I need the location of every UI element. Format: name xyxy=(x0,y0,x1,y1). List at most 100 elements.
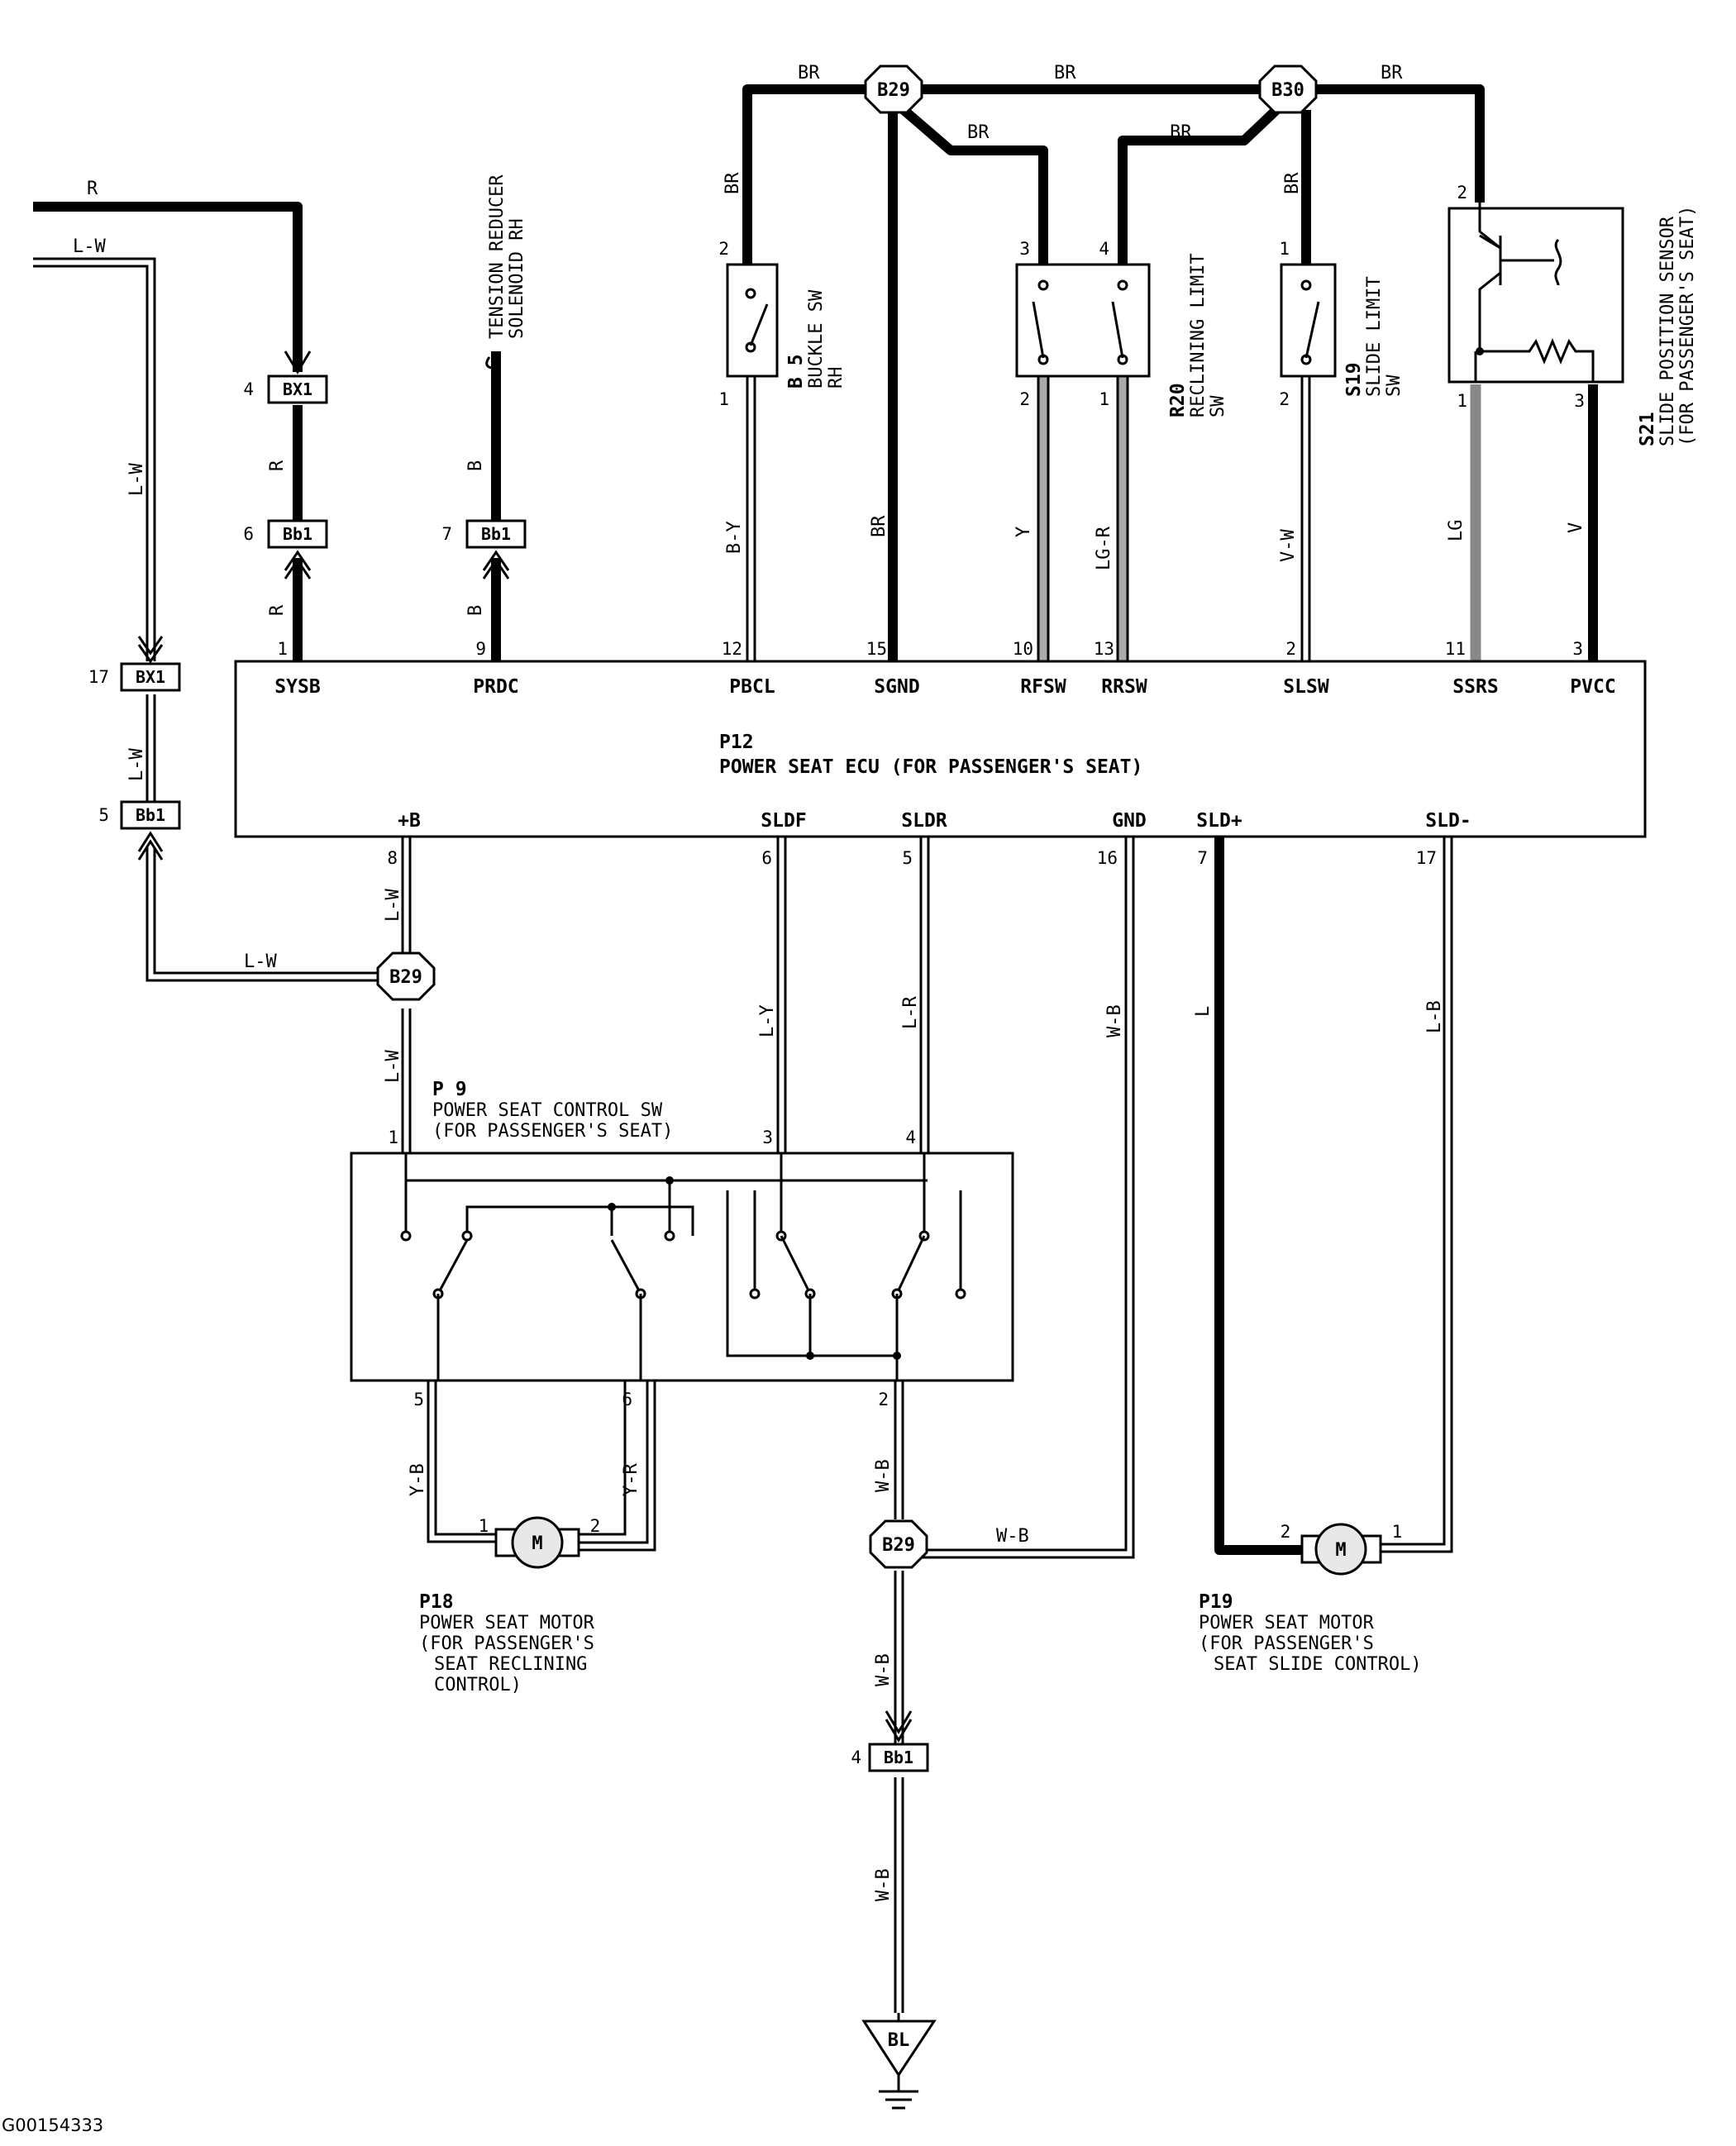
wire-label-yb: Y-B xyxy=(408,1463,428,1496)
figure-code: G00154333 xyxy=(2,2115,103,2135)
wire-label-r: R xyxy=(267,460,288,471)
caption-line: TENSION REDUCER xyxy=(487,174,508,339)
b29-label: B29 xyxy=(389,967,422,988)
bb1-pin: 5 xyxy=(98,805,109,825)
wire-label-ly: L-Y xyxy=(757,1004,778,1037)
bb1-label: Bb1 xyxy=(136,805,165,825)
caption-line: (FOR PASSENGER'S xyxy=(1199,1633,1374,1654)
wire-r-sysb xyxy=(33,202,303,661)
ecu-terminal-name: PVCC xyxy=(1570,676,1615,698)
wire-label-lw: L-W xyxy=(244,951,277,972)
wire-label-br: BR xyxy=(798,63,820,83)
ecu-terminal-pin: 1 xyxy=(277,639,288,659)
ecu-terminal-name: SSRS xyxy=(1452,676,1498,698)
bb1-pin: 7 xyxy=(441,524,452,544)
ecu-terminal-pin: 13 xyxy=(1094,639,1114,659)
ecu-p12 xyxy=(234,660,1647,838)
ecu-terminal-pin: 12 xyxy=(722,639,742,659)
wire-label-wb: W-B xyxy=(873,1653,894,1686)
wire-label-wb: W-B xyxy=(1104,1004,1125,1037)
ecu-terminal-pin: 8 xyxy=(387,848,398,868)
wire-label-wb: W-B xyxy=(996,1526,1029,1547)
ecu-terminal-pin: 15 xyxy=(866,639,887,659)
caption-id: S21 xyxy=(1637,412,1658,446)
connector-bb1-ground: Bb1 4 xyxy=(851,1710,929,1772)
wire-label-br: BR xyxy=(723,172,743,194)
wire-label-br: BR xyxy=(1170,122,1192,143)
wire-label-r: R xyxy=(267,604,288,616)
wire-label-lg: LG xyxy=(1446,520,1467,542)
junction-b29-mid: B29 xyxy=(376,951,436,1001)
sensor-pin-br: 3 xyxy=(1574,391,1585,411)
bb1-label: Bb1 xyxy=(283,524,312,544)
wire-label-r: R xyxy=(87,179,98,199)
bb1-pin: 6 xyxy=(243,524,254,544)
wire-label-br: BR xyxy=(869,515,889,537)
ecu-terminal-pin: 10 xyxy=(1013,639,1033,659)
ecu-terminal-name: PRDC xyxy=(473,676,518,698)
ecu-terminal-name: SLD- xyxy=(1425,810,1471,832)
caption-buckle-sw: B 5 BUCKLE SW RH xyxy=(785,289,847,389)
junction-b29-top: B29 xyxy=(864,64,923,114)
motor-p19: M 2 1 xyxy=(1281,1522,1403,1576)
ecu-top-terminals: SYSB1PRDC9PBCL12SGND15RFSW10RRSW13SLSW2S… xyxy=(274,639,1615,698)
junction-b30: B30 xyxy=(1258,64,1318,114)
caption-slide-sensor: S21 SLIDE POSITION SENSOR (FOR PASSENGER… xyxy=(1637,206,1698,446)
wire-signals-top xyxy=(746,376,1598,661)
caption-reclining-limit: R20 RECLINING LIMIT SW xyxy=(1167,253,1228,417)
b30-label: B30 xyxy=(1271,80,1304,101)
caption-line: (FOR PASSENGER'S xyxy=(419,1633,594,1654)
caption-line: SW xyxy=(1208,395,1228,417)
ecu-terminal-name: +B xyxy=(398,810,421,832)
caption-tension-reducer: TENSION REDUCER SOLENOID RH xyxy=(487,174,527,339)
sw-pin-5: 5 xyxy=(413,1390,424,1409)
caption-line: SW xyxy=(1384,374,1405,397)
ecu-terminal-pin: 2 xyxy=(1285,639,1296,659)
caption-line: SOLENOID RH xyxy=(507,218,527,339)
wire-label-br: BR xyxy=(1282,172,1303,194)
ecu-terminal-name: PBCL xyxy=(729,676,775,698)
wire-p18 xyxy=(427,1381,656,1552)
connector-bb1-sysb: Bb1 6 xyxy=(243,519,328,579)
caption-line: SEAT SLIDE CONTROL) xyxy=(1214,1654,1422,1675)
recl-pin-3: 3 xyxy=(1019,239,1030,259)
buckle-switch-b5: 2 1 xyxy=(718,239,779,409)
ecu-terminal-name: SLSW xyxy=(1283,676,1329,698)
bx1-pin: 17 xyxy=(88,667,109,687)
ecu-terminal-name: SGND xyxy=(874,676,919,698)
wire-label-wb: W-B xyxy=(873,1868,894,1901)
motor-m: M xyxy=(1335,1540,1346,1561)
caption-id: P18 xyxy=(419,1591,454,1613)
caption-id: P19 xyxy=(1199,1591,1233,1613)
wire-label-lr: L-R xyxy=(900,996,921,1029)
ecu-terminal-pin: 9 xyxy=(475,639,486,659)
caption-motor-p19: P19 POWER SEAT MOTOR (FOR PASSENGER'S SE… xyxy=(1199,1591,1422,1675)
caption-line: SLIDE POSITION SENSOR xyxy=(1657,216,1678,446)
ecu-terminal-name: RFSW xyxy=(1020,676,1066,698)
wire-label-v: V xyxy=(1566,522,1586,533)
ecu-id: P12 xyxy=(719,732,754,753)
caption-control-switch: P 9 POWER SEAT CONTROL SW (FOR PASSENGER… xyxy=(432,1079,673,1142)
wire-label-lgr: LG-R xyxy=(1094,526,1114,570)
wire-label-l: L xyxy=(1193,1006,1214,1017)
wire-label-vw: V-W xyxy=(1278,529,1299,562)
ecu-terminal-pin: 17 xyxy=(1416,848,1437,868)
motor-p18: M 1 2 xyxy=(479,1516,601,1569)
ecu-terminal-name: SLDF xyxy=(761,810,806,832)
p18-pin-2: 2 xyxy=(590,1516,601,1536)
caption-id: S19 xyxy=(1343,362,1365,397)
ecu-terminal-pin: 3 xyxy=(1572,639,1583,659)
ecu-terminal-name: SLDR xyxy=(901,810,947,832)
ecu-terminal-pin: 7 xyxy=(1197,848,1208,868)
p19-pin-2: 2 xyxy=(1281,1522,1291,1542)
wire-label-by: B-Y xyxy=(724,521,745,554)
control-switch-p9: 1 3 4 5 6 2 xyxy=(350,1128,1014,1409)
p19-pin-1: 1 xyxy=(1392,1522,1403,1542)
wire-b-prdc xyxy=(485,351,501,661)
caption-line: SLIDE LIMIT xyxy=(1364,276,1385,397)
sw-pin-6: 6 xyxy=(622,1390,632,1409)
wire-label-lw: L-W xyxy=(383,1050,403,1083)
ecu-terminal-pin: 5 xyxy=(902,848,913,868)
recl-pin-4: 4 xyxy=(1099,239,1109,259)
